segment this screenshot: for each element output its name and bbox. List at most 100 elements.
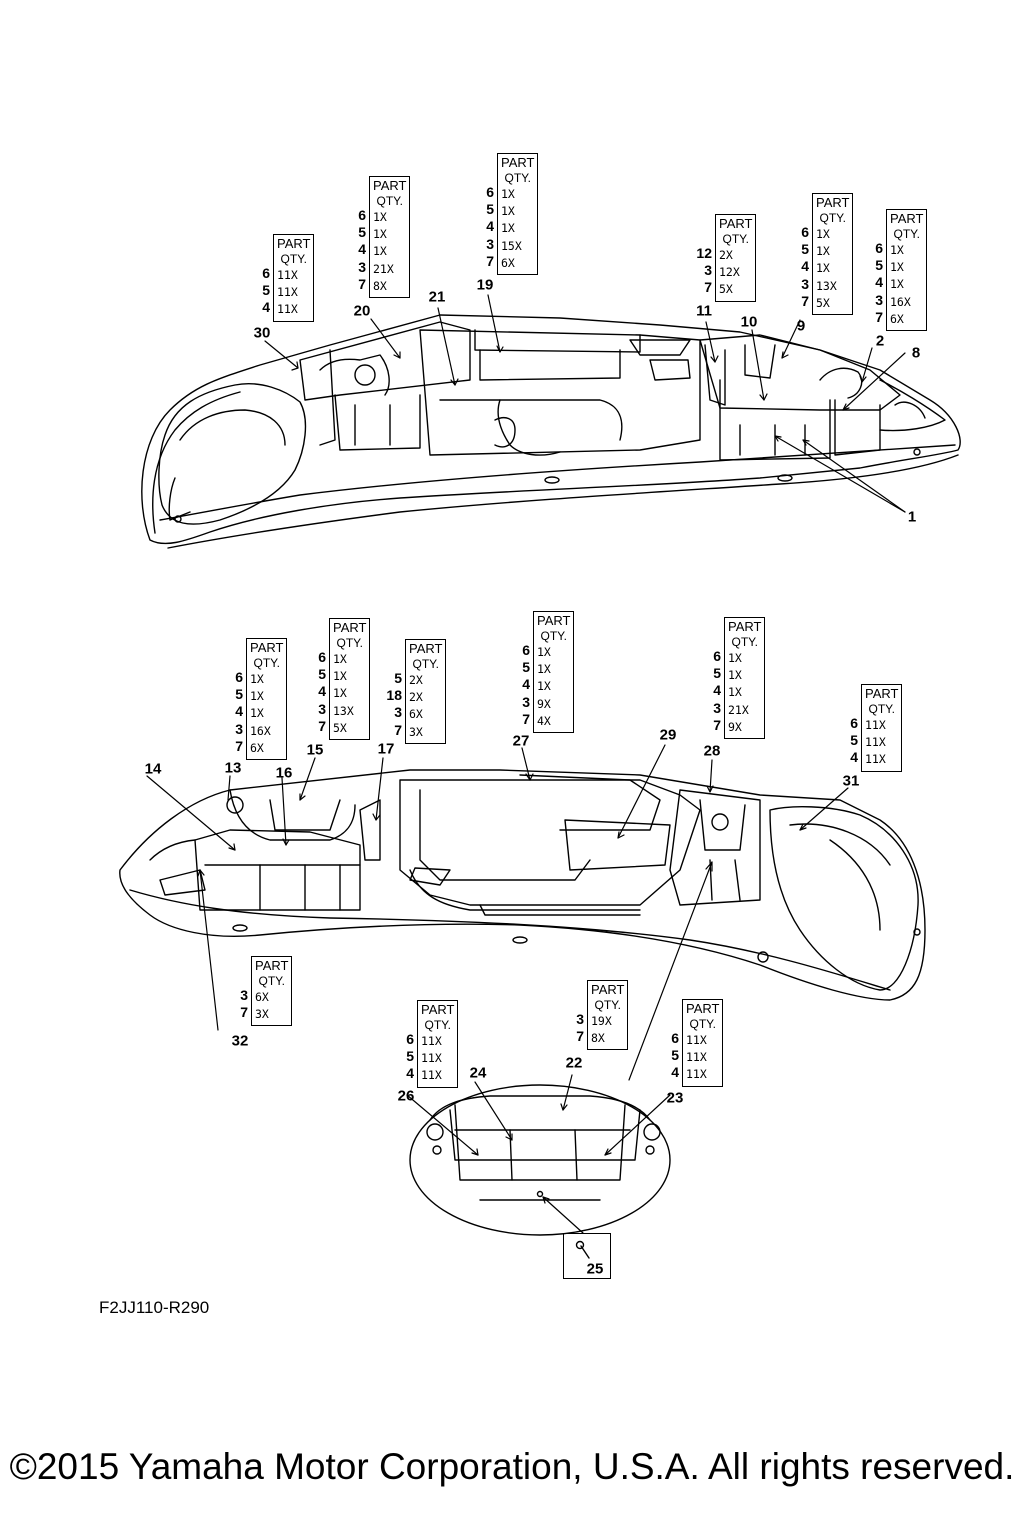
qty-header: QTY. [594,998,621,1012]
callout-32: 32 [231,1032,249,1050]
qty-value: 6X [255,990,269,1004]
qty-value: 11X [865,735,886,750]
qty-header: QTY. [722,232,749,246]
part-number: 4 [262,299,270,316]
part-number: 4 [671,1064,679,1081]
part-header: PART [719,216,753,231]
callout-19: 19 [476,276,494,294]
qty-value: 21X [373,261,394,276]
qty-header: QTY. [258,974,285,988]
part-number: 6 [262,265,270,281]
qty-value: 13X [333,703,354,718]
part-header: PART [865,686,899,701]
qty-value: 11X [421,1034,442,1048]
qty-header: QTY. [893,227,920,241]
qty-value: 15X [501,238,522,253]
part-number: 5 [875,257,883,274]
qty-header: QTY. [253,656,280,670]
copyright-notice: ©2015 Yamaha Motor Corporation, U.S.A. A… [9,1446,1015,1487]
part-number: 6 [235,669,243,685]
part-number: 7 [235,737,243,754]
part-number: 4 [358,241,366,258]
qty-header: QTY. [424,1018,451,1032]
qty-value: 12X [719,265,740,280]
qty-value: 11X [421,1068,442,1083]
qty-value: 1X [728,685,742,700]
part-number: 7 [704,279,712,296]
part-number: 3 [875,291,883,308]
part-number: 3 [704,262,712,279]
part-number: 4 [318,683,326,700]
qty-value: 2X [719,248,733,262]
part-header: PART [255,958,289,973]
part-number: 3 [240,987,248,1003]
qty-table-9: 6 5 4 3 7 PART QTY. 1X 1X 1X 13X 5X [801,193,854,316]
qty-value: 1X [250,672,264,686]
qty-value: 11X [421,1051,442,1066]
part-header: PART [728,619,762,634]
callout-17: 17 [377,740,395,758]
part-number: 12 [696,245,712,261]
qty-value: 1X [501,187,515,201]
qty-value: 1X [890,243,904,257]
qty-value: 8X [591,1031,605,1046]
part-number: 5 [671,1047,679,1064]
part-number: 4 [486,218,494,235]
qty-header: QTY. [868,702,895,716]
part-number: 6 [486,184,494,200]
qty-value: 6X [890,311,904,326]
part-number: 7 [358,275,366,292]
callout-30: 30 [253,324,271,342]
hull-decal-diagram [119,294,961,1259]
qty-value: 11X [277,302,298,317]
part-number: 3 [801,275,809,292]
qty-header: QTY. [280,252,307,266]
callout-1: 1 [907,508,917,526]
part-number: 7 [875,308,883,325]
qty-value: 1X [816,244,830,259]
part-number: 7 [801,292,809,309]
qty-value: 1X [537,645,551,659]
part-number: 7 [576,1028,584,1045]
part-number: 3 [358,258,366,275]
qty-table-23: 6 5 4 PART QTY. 11X 11X 11X [671,999,724,1087]
qty-value: 1X [333,652,347,666]
part-number: 4 [713,682,721,699]
part-number: 7 [522,710,530,727]
qty-header: QTY. [504,171,531,185]
qty-table-15: 6 5 4 3 7 PART QTY. 1X 1X 1X 13X 5X [318,618,371,741]
part-header: PART [591,982,625,997]
part-header: PART [890,211,924,226]
qty-value: 11X [865,718,886,732]
part-number: 4 [522,676,530,693]
qty-value: 11X [865,752,886,767]
qty-table-32: 3 7 PART QTY. 6X 3X [240,956,293,1027]
part-number: 6 [875,240,883,256]
part-number: 3 [576,1011,584,1027]
qty-header: QTY. [376,194,403,208]
callout-28: 28 [703,742,721,760]
detail-inset-drawing [409,1084,671,1259]
qty-value: 5X [333,720,347,735]
part-number: 5 [318,666,326,683]
qty-value: 2X [409,690,423,705]
callout-25-box [563,1233,611,1279]
part-number: 5 [713,665,721,682]
part-number: 3 [713,699,721,716]
part-header: PART [501,155,535,170]
qty-header: QTY. [540,629,567,643]
part-number: 3 [522,693,530,710]
qty-table-19: 6 5 4 3 7 PART QTY. 1X 1X 1X 15X 6X [486,153,539,276]
qty-table-30: 6 5 4 PART QTY. 11X 11X 11X [262,234,315,322]
part-number: 6 [406,1031,414,1047]
qty-value: 1X [501,204,515,219]
qty-value: 6X [501,255,515,270]
qty-value: 4X [537,713,551,728]
qty-value: 16X [890,294,911,309]
part-number: 18 [386,687,402,704]
callout-2: 2 [875,332,885,350]
part-number: 4 [801,258,809,275]
upper-deck-drawing [141,314,961,549]
qty-header: QTY. [336,636,363,650]
callout-14: 14 [144,760,162,778]
